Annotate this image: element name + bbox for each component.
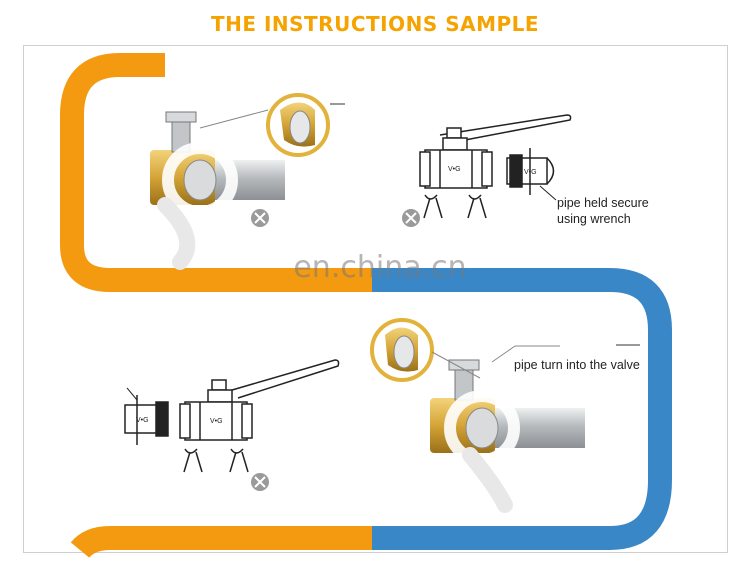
watermark: en.china.cn <box>293 250 467 285</box>
orange-path-top <box>60 53 372 292</box>
diagram-frame <box>23 45 728 553</box>
panel-4-valve-with-pipe <box>370 318 640 513</box>
pipe-marking-top: V•G <box>524 169 537 176</box>
pipe-marking-bottom: V•G <box>136 417 149 424</box>
valve-marking-bottom: V•G <box>210 418 223 425</box>
pipe-turn-label: pipe turn into the valve <box>514 358 640 372</box>
page-title: THE INSTRUCTIONS SAMPLE <box>210 12 540 36</box>
panel-1-valve-with-pipe <box>150 93 345 270</box>
panel-2-line-valve <box>419 114 572 219</box>
valve-marking-top: V•G <box>448 166 461 173</box>
panel-3-line-valve <box>124 359 340 473</box>
orange-path-bottom <box>70 526 372 559</box>
pipe-secure-label: pipe held secure using wrench <box>557 196 649 226</box>
blue-path <box>372 268 672 550</box>
